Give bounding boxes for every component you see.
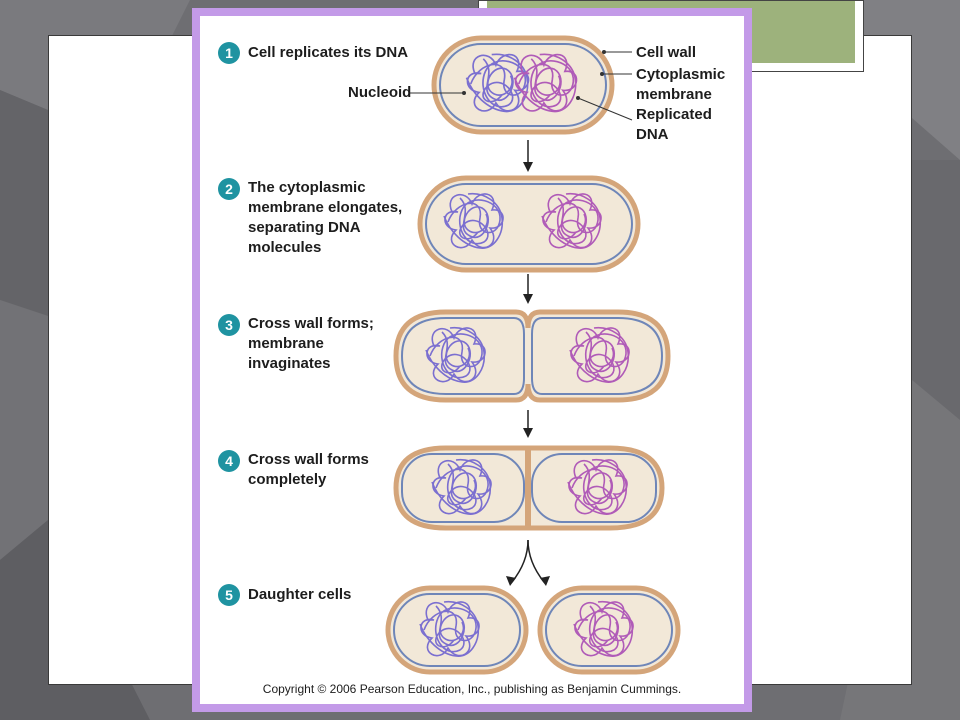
cell-step-4 xyxy=(393,445,665,531)
daughter-cell-left xyxy=(385,585,529,675)
step-4-label: Cross wall forms completely xyxy=(248,451,369,488)
cell-step-2 xyxy=(417,175,641,273)
step-4-badge: 4 xyxy=(218,450,240,472)
step-2-label: The cytoplasmic membrane elongates, sepa… xyxy=(248,179,403,256)
cell-step-3 xyxy=(393,309,671,403)
step-5-badge: 5 xyxy=(218,584,240,606)
copyright-notice: Copyright © 2006 Pearson Education, Inc.… xyxy=(262,682,682,696)
daughter-cell-right xyxy=(537,585,681,675)
callout-nucleoid: Nucleoid xyxy=(348,84,412,101)
step-2-badge: 2 xyxy=(218,178,240,200)
callout-replicated-dna: Replicated DNA xyxy=(636,106,712,143)
cell-step-1 xyxy=(431,35,615,135)
callout-cytoplasmic-membrane: Cytoplasmic membrane xyxy=(636,66,726,103)
step-5-label: Daughter cells xyxy=(248,586,352,603)
callout-cell-wall: Cell wall xyxy=(636,44,697,61)
step-3-badge: 3 xyxy=(218,314,240,336)
step-3-label: Cross wall forms; membrane invaginates xyxy=(248,315,374,372)
step-1-badge: 1 xyxy=(218,42,240,64)
step-1-label: Cell replicates its DNA xyxy=(248,44,409,61)
binary-fission-figure: 1 Cell replicates its DNA 2 The cytoplas… xyxy=(192,8,752,712)
